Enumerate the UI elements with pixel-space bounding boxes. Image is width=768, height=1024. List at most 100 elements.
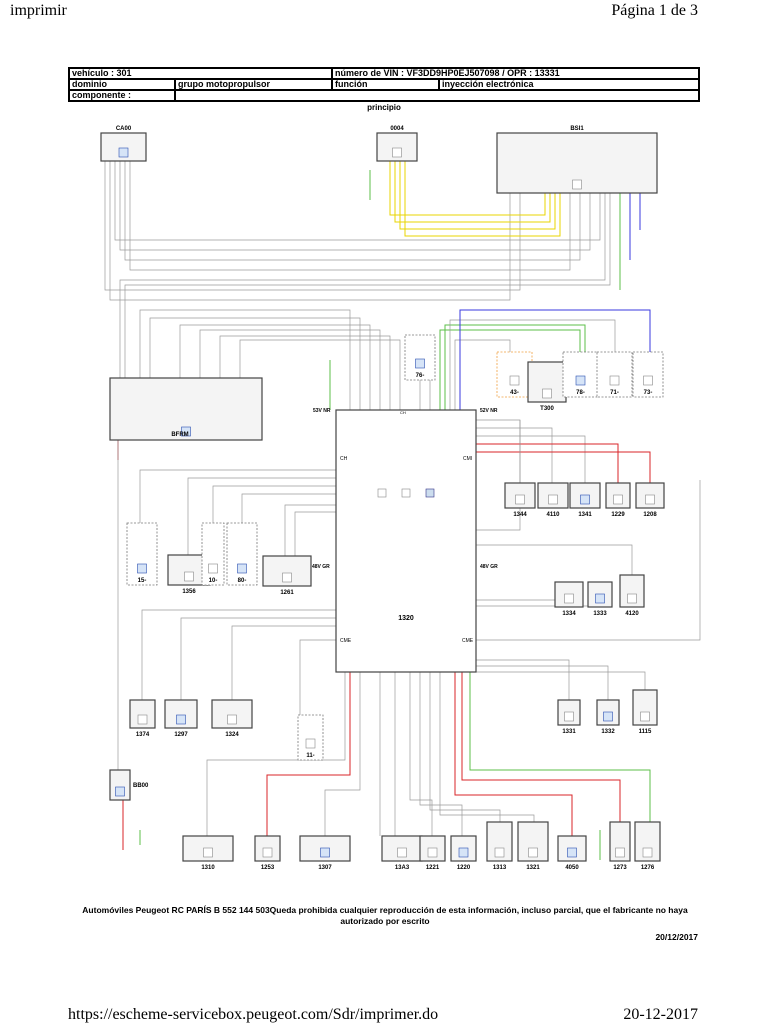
component-label: 1356 — [182, 589, 196, 595]
component-symbol-icon — [305, 738, 316, 749]
function-value: inyección electrónica — [438, 78, 700, 91]
wire — [294, 511, 336, 556]
component-1307: 1307 — [299, 835, 351, 871]
vin-cell: número de VIN : VF3DD9HP0EJ507098 / OPR … — [331, 67, 700, 80]
component-label: 76- — [416, 373, 425, 379]
component-label: 1344 — [513, 512, 527, 518]
ecu-pin-label: 48V GR — [480, 564, 498, 570]
component-label: 1273 — [613, 865, 627, 871]
component-label: 43- — [510, 390, 519, 396]
wire — [119, 193, 606, 378]
component-symbol-icon — [137, 563, 147, 574]
component-1334: 1334 — [554, 581, 584, 617]
component-symbol-icon — [528, 847, 538, 858]
component-1331: 1331 — [557, 699, 581, 735]
component-label: 1334 — [562, 611, 576, 617]
wire — [206, 672, 346, 836]
component-1321: 1321 — [517, 821, 549, 871]
ecu-box — [335, 409, 477, 673]
component-label: 1310 — [201, 865, 215, 871]
component-15: 15- — [126, 522, 158, 586]
component-label: BFRM — [171, 432, 188, 438]
wire — [439, 672, 535, 822]
wire — [409, 672, 433, 836]
component-symbol-icon — [118, 147, 129, 158]
component-78: 78- — [562, 351, 599, 398]
wire — [187, 477, 336, 555]
component-symbol-icon — [203, 847, 213, 858]
component-box — [226, 522, 258, 586]
document-date: 20/12/2017 — [655, 932, 698, 942]
component-label: 1307 — [318, 865, 332, 871]
component-4050: 4050 — [557, 835, 587, 871]
wire — [476, 544, 633, 575]
component-symbol-icon — [282, 572, 292, 583]
component-box — [596, 351, 633, 398]
component-bfrm: BFRM — [109, 377, 263, 441]
component-symbol-icon — [580, 494, 590, 505]
component-symbol-icon — [494, 847, 505, 858]
component-label: 1297 — [174, 732, 188, 738]
wire — [454, 339, 511, 410]
component-label: 1115 — [639, 729, 652, 735]
component-label: 1229 — [611, 512, 625, 518]
vehicle-cell: vehículo : 301 — [68, 67, 333, 80]
component-symbol-icon — [627, 593, 637, 604]
wire — [394, 161, 551, 223]
print-header-title: imprimir — [10, 2, 67, 19]
component-box — [609, 821, 631, 862]
component-1221: 1221 — [419, 835, 446, 871]
component-symbol-icon — [643, 375, 653, 386]
component-symbol-icon — [458, 847, 469, 858]
component-label: 1313 — [493, 865, 507, 871]
wire — [124, 193, 611, 378]
wire — [212, 485, 336, 523]
wire — [139, 309, 351, 410]
component-label: 1333 — [593, 611, 607, 617]
component-label: 73- — [644, 390, 653, 396]
wire — [149, 317, 361, 410]
ecu-pin-label: 48V GR — [312, 564, 330, 570]
component-label: 1208 — [643, 512, 657, 518]
component-1297: 1297 — [164, 699, 198, 738]
component-1332: 1332 — [596, 699, 620, 735]
component-label: 1261 — [280, 590, 294, 596]
component-label: 1331 — [562, 729, 576, 735]
component-73: 73- — [632, 351, 664, 398]
wire — [241, 493, 336, 523]
wire — [476, 451, 651, 483]
component-value — [174, 89, 700, 102]
component-1273: 1273 — [609, 821, 631, 871]
component-symbol-icon — [609, 375, 620, 386]
component-symbol-icon — [564, 593, 574, 604]
wire — [476, 443, 619, 483]
ecu-pin-label: CH — [340, 456, 348, 462]
component-label: T300 — [540, 406, 554, 412]
component-symbol-icon — [427, 847, 438, 858]
component-label: 13A3 — [395, 865, 410, 871]
component-1115: 1115 — [632, 689, 658, 735]
component-1229: 1229 — [605, 482, 631, 518]
component-label: 78- — [576, 390, 585, 396]
wire — [404, 161, 561, 237]
component-symbol-icon — [615, 847, 625, 858]
component-label: 1374 — [136, 732, 150, 738]
component-4120: 4120 — [619, 574, 645, 617]
component-71: 71- — [596, 351, 633, 398]
component-label: 11- — [306, 753, 314, 759]
wire — [476, 665, 609, 700]
wire — [266, 672, 351, 836]
wire — [476, 420, 521, 531]
component-label: 1321 — [526, 865, 540, 871]
component-box — [297, 714, 324, 761]
component-label: BSI1 — [570, 126, 584, 132]
component-box — [100, 132, 147, 162]
component-label: 4050 — [565, 865, 579, 871]
component-0004: 0004 — [376, 126, 418, 162]
component-symbol-icon — [184, 571, 194, 582]
wire — [119, 161, 591, 251]
component-symbol-icon — [415, 358, 425, 369]
ecu-pin-label: CH — [400, 410, 406, 415]
component-symbol-icon — [575, 375, 586, 386]
